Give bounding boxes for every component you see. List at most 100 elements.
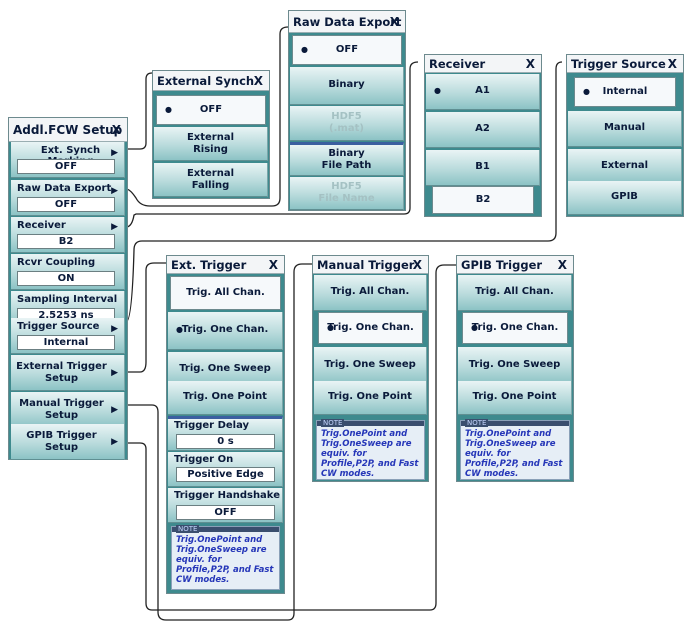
trigger-source-manual-option[interactable]: Manual — [568, 111, 682, 147]
option-label: Trig. One Chan. — [181, 324, 269, 335]
option-label: Trig. One Sweep — [468, 359, 561, 370]
ext-trigger-panel: Ext. Trigger X Trig. All Chan. ● Trig. O… — [166, 255, 285, 594]
radio-dot-icon: ● — [471, 323, 478, 332]
option-label: B2 — [475, 194, 491, 205]
option-label-line2: File Path — [321, 160, 372, 171]
raw-data-export-button[interactable]: Raw Data Export ▶ OFF — [11, 180, 125, 216]
trig-one-sweep-option[interactable]: Trig. One Sweep — [314, 347, 427, 385]
submenu-arrow-icon: ▶ — [111, 186, 118, 196]
raw-data-export-label: Raw Data Export — [17, 183, 112, 194]
option-label: OFF — [199, 104, 223, 115]
trigger-delay-button[interactable]: Trigger Delay 0 s — [168, 416, 283, 451]
raw-data-export-value: OFF — [17, 197, 115, 212]
close-icon[interactable]: X — [667, 57, 677, 71]
panel-title-text: GPIB Trigger — [461, 258, 543, 272]
receiver-a2-option[interactable]: A2 — [426, 112, 540, 148]
trig-one-chan-option[interactable]: ● Trig. One Chan. — [318, 312, 423, 344]
panel-title-text: Ext. Trigger — [171, 258, 247, 272]
trig-one-chan-option[interactable]: ● Trig. One Chan. — [462, 312, 568, 344]
option-label-line1: HDF5 — [331, 181, 362, 192]
close-icon[interactable]: X — [253, 74, 263, 88]
raw-data-export-panel: Raw Data Export X ● OFF Binary HDF5(.mat… — [288, 10, 406, 211]
trigger-on-button[interactable]: Trigger On Positive Edge — [168, 452, 283, 487]
trig-one-point-option[interactable]: Trig. One Point — [168, 381, 283, 415]
panel-title-text: Addl.FCW Setup — [13, 123, 123, 137]
radio-dot-icon: ● — [165, 105, 172, 114]
option-label: Trig. One Sweep — [324, 359, 416, 370]
receiver-b2-option[interactable]: B2 — [432, 186, 534, 214]
trigger-handshake-label: Trigger Handshake — [174, 490, 280, 501]
trigger-source-gpib-option[interactable]: GPIB — [568, 181, 682, 215]
close-icon[interactable]: X — [557, 258, 567, 272]
manual-trigger-panel: Manual Trigger X Trig. All Chan. ● Trig.… — [312, 255, 429, 482]
note-tag: NOTE — [465, 419, 489, 427]
raw-export-off-option[interactable]: ● OFF — [292, 35, 402, 65]
option-label: GPIB — [611, 191, 638, 202]
option-label: Trig. All Chan. — [186, 287, 265, 298]
close-icon[interactable]: X — [412, 258, 422, 272]
note-header — [461, 421, 569, 426]
ext-trig-line1: External Trigger — [16, 360, 107, 372]
trigger-source-button[interactable]: Trigger Source ▶ Internal — [11, 318, 125, 354]
trig-all-chan-option[interactable]: Trig. All Chan. — [170, 276, 281, 310]
receiver-label: Receiver — [17, 220, 66, 231]
option-label-line2: Rising — [193, 143, 228, 155]
hdf5-mat-option[interactable]: HDF5(.mat) — [290, 106, 404, 141]
trigger-handshake-button[interactable]: Trigger Handshake OFF — [168, 488, 283, 523]
option-label: Trig. One Chan. — [327, 322, 414, 333]
rcvr-coupling-button[interactable]: Rcvr Coupling ON — [11, 254, 125, 290]
close-icon[interactable]: X — [525, 57, 535, 71]
gpib-trigger-setup-button[interactable]: GPIB Trigger Setup ▶ — [11, 424, 125, 460]
trigger-source-internal-option[interactable]: ● Internal — [574, 77, 676, 107]
rcvr-coupling-label: Rcvr Coupling — [17, 257, 96, 268]
trig-one-chan-option[interactable]: ● Trig. One Chan. — [168, 312, 283, 350]
manual-trigger-setup-button[interactable]: Manual Trigger Setup ▶ — [11, 392, 125, 428]
close-icon[interactable]: X — [268, 258, 278, 272]
ext-synch-marking-button[interactable]: Ext. Synch Marking ▶ OFF — [11, 142, 125, 178]
radio-dot-icon: ● — [327, 323, 334, 332]
submenu-arrow-icon: ▶ — [111, 324, 118, 334]
note-header — [317, 421, 424, 426]
trig-one-point-option[interactable]: Trig. One Point — [314, 381, 427, 415]
option-label-line2: Falling — [191, 179, 230, 191]
man-trig-line2: Setup — [44, 409, 79, 421]
receiver-value: B2 — [17, 234, 115, 249]
option-label-line2: (.mat) — [329, 123, 364, 134]
trigger-source-label: Trigger Source — [17, 321, 100, 332]
option-label: A2 — [475, 123, 490, 134]
ext-synch-off-option[interactable]: ● OFF — [156, 95, 266, 125]
link-extsynch — [126, 72, 153, 150]
option-label: OFF — [335, 44, 359, 55]
trigger-on-value: Positive Edge — [176, 467, 275, 482]
option-label: Internal — [602, 86, 648, 97]
trig-all-chan-option[interactable]: Trig. All Chan. — [314, 275, 427, 311]
panel-title-text: External Synch — [157, 74, 255, 88]
close-icon[interactable]: X — [111, 123, 121, 137]
trig-one-sweep-option[interactable]: Trig. One Sweep — [458, 347, 572, 385]
radio-dot-icon: ● — [583, 87, 590, 96]
option-label: Trig. All Chan. — [330, 286, 410, 297]
option-label: Trig. One Point — [183, 391, 267, 402]
option-label: Manual — [603, 122, 646, 133]
panel-title: Addl.FCW Setup X — [9, 118, 127, 142]
radio-dot-icon: ● — [176, 325, 183, 334]
trig-one-point-option[interactable]: Trig. One Point — [458, 381, 572, 415]
trigger-source-external-option[interactable]: External — [568, 149, 682, 185]
submenu-arrow-icon: ▶ — [111, 148, 118, 158]
external-trigger-setup-button[interactable]: External Trigger Setup ▶ — [11, 355, 125, 391]
receiver-a1-option[interactable]: ● A1 — [426, 74, 540, 110]
binary-option[interactable]: Binary — [290, 67, 404, 105]
radio-dot-icon: ● — [301, 45, 308, 54]
receiver-b1-option[interactable]: B1 — [426, 150, 540, 186]
rcvr-coupling-value: ON — [17, 271, 115, 286]
trig-all-chan-option[interactable]: Trig. All Chan. — [458, 275, 572, 311]
option-label: Trig. One Point — [472, 391, 557, 402]
ext-trig-line2: Setup — [44, 372, 79, 384]
receiver-button[interactable]: Receiver ▶ B2 — [11, 217, 125, 253]
option-label-line1: External — [186, 167, 235, 179]
close-icon[interactable]: X — [389, 15, 399, 29]
